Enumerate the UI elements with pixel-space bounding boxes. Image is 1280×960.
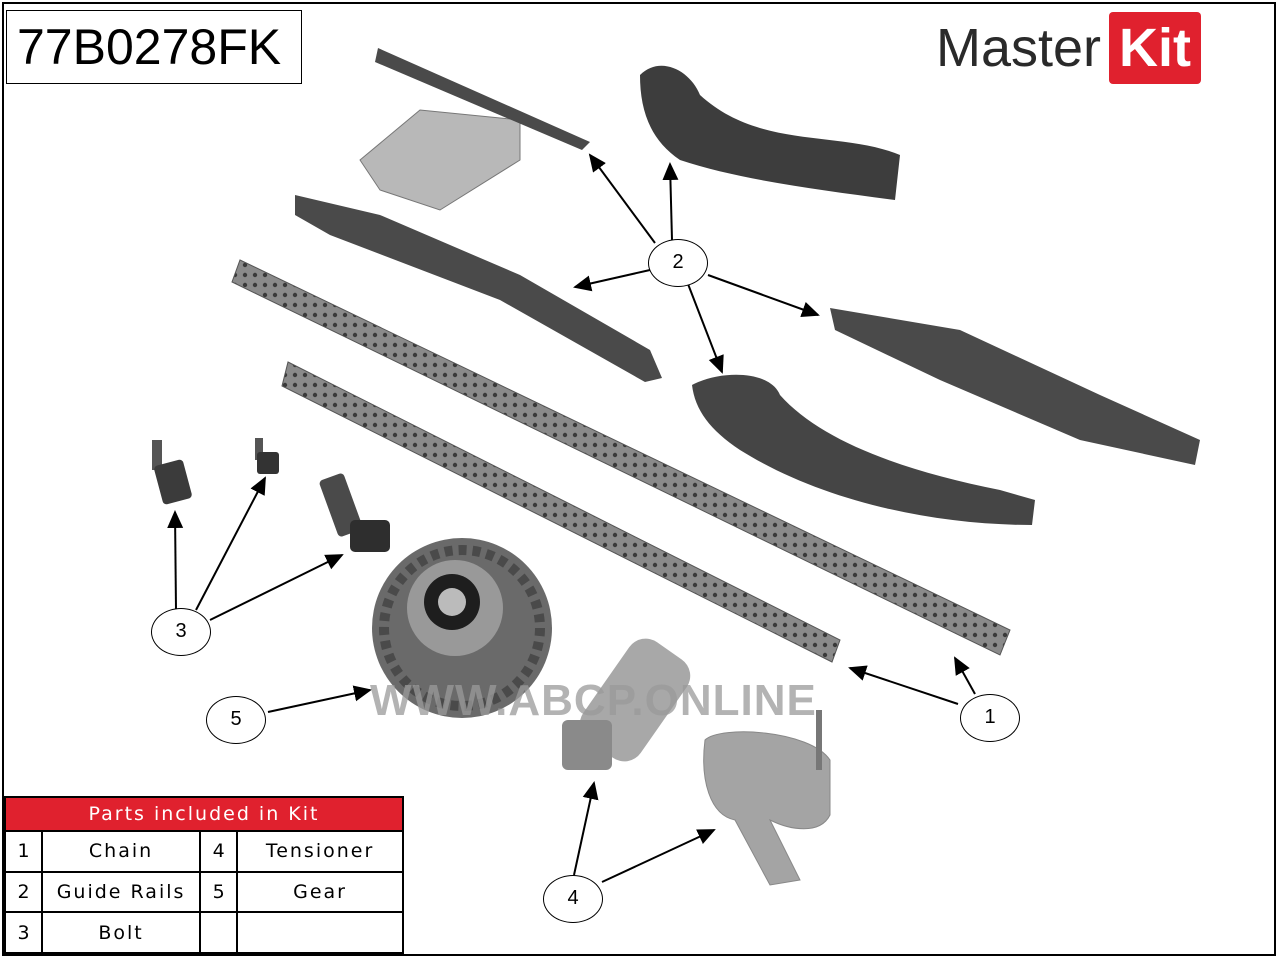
callout-1: 1: [960, 694, 1020, 742]
guide-rail-curved-center: [692, 374, 1035, 525]
parts-table-header-row: Parts included in Kit: [4, 796, 404, 832]
part-number: 4: [199, 830, 239, 873]
table-row: 1 Chain 4 Tensioner: [4, 830, 404, 873]
part-name: Tensioner: [236, 830, 404, 873]
part-code: 77B0278FK: [6, 10, 302, 84]
callout-5: 5: [206, 696, 266, 744]
part-name: Bolt: [40, 911, 202, 954]
part-name: Gear: [236, 870, 404, 914]
logo-kit-box: Kit: [1109, 12, 1202, 84]
timing-chain-long: [231, 259, 1011, 656]
parts-table: Parts included in Kit 1 Chain 4 Tensione…: [4, 796, 404, 954]
site-watermark: WWW.ABCP.ONLINE: [370, 676, 817, 725]
part-number: [199, 911, 239, 954]
bolt-2: [255, 438, 279, 474]
guide-rail-bracket: [359, 48, 590, 211]
part-number: 5: [199, 870, 239, 914]
part-number: 2: [4, 870, 43, 914]
part-number: 3: [4, 911, 43, 954]
chain-gear: [372, 538, 552, 718]
parts-table-header: Parts included in Kit: [4, 796, 404, 832]
bolt-3: [319, 473, 390, 552]
tensioner-plunger: [562, 638, 691, 770]
tensioner-hydraulic: [703, 710, 831, 886]
callout-4: 4: [543, 875, 603, 923]
callout-2: 2: [648, 239, 708, 287]
callout-3: 3: [151, 608, 211, 656]
bolt-1: [152, 440, 192, 505]
table-row: 2 Guide Rails 5 Gear: [4, 870, 404, 914]
part-name: Chain: [40, 830, 202, 873]
part-number: 1: [4, 830, 43, 873]
guide-rail-curved-top: [640, 65, 900, 200]
logo-master-text: Master: [936, 18, 1102, 78]
masterkit-logo: Master Kit: [936, 12, 1202, 84]
guide-rail-left: [295, 195, 662, 382]
part-name: [236, 911, 404, 954]
guide-rail-right: [830, 308, 1200, 465]
part-name: Guide Rails: [40, 870, 202, 914]
callout-arrows: [167, 153, 976, 883]
timing-chain-short: [281, 361, 841, 663]
table-row: 3 Bolt: [4, 911, 404, 954]
